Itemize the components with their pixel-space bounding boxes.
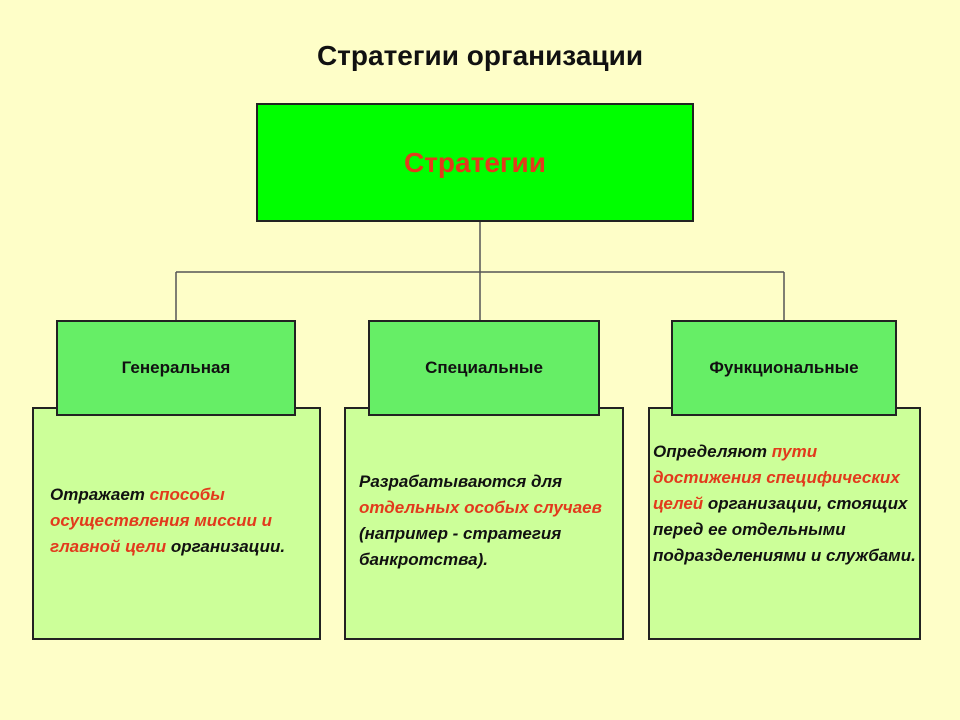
- page-title: Стратегии организации: [316, 40, 644, 71]
- branch-description-functional: Определяют пути достижения специфических…: [648, 407, 921, 640]
- branch-node-special: Специальные: [368, 320, 600, 416]
- branch-node-general: Генеральная: [56, 320, 296, 416]
- plain-text: Определяют: [653, 442, 772, 461]
- branch-description-text: Разрабатываются для отдельных особых слу…: [359, 469, 617, 573]
- highlighted-text: пути достижения специфических целей: [653, 442, 900, 513]
- root-node-strategies: Стратегии: [256, 103, 694, 222]
- plain-text: организации.: [166, 537, 286, 556]
- plain-text: Отражает: [50, 485, 150, 504]
- branch-description-text: Определяют пути достижения специфических…: [653, 439, 918, 569]
- plain-text: Разрабатываются для: [359, 472, 563, 491]
- branch-node-functional: Функциональные: [671, 320, 897, 416]
- branch-description-general: Отражает способы осуществления миссии и …: [32, 407, 321, 640]
- plain-text: организации, стоящих перед ее отдельными…: [653, 494, 916, 565]
- plain-text: (например - стратегия банкротства).: [359, 524, 562, 569]
- highlighted-text: отдельных особых случаев: [359, 498, 602, 517]
- branch-description-text: Отражает способы осуществления миссии и …: [50, 482, 312, 560]
- highlighted-text: способы осуществления миссии и главной ц…: [50, 485, 272, 556]
- branch-description-special: Разрабатываются для отдельных особых слу…: [344, 407, 624, 640]
